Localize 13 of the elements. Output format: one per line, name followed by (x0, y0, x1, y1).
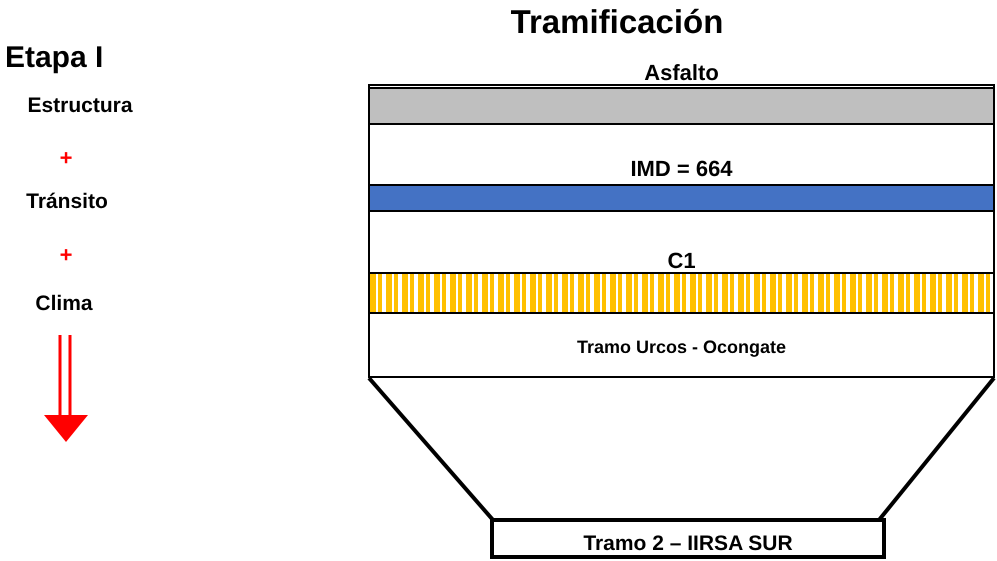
factor-label: Estructura (26, 95, 134, 116)
diagram-title: Tramificación (510, 5, 724, 38)
box-label: Tramo Urcos - Ocongate (576, 338, 788, 356)
box-label: Tramo 2 – IIRSA SUR (582, 533, 794, 554)
layer-label: Asfalto (643, 62, 720, 84)
plus-sign: + (58, 244, 74, 266)
factor-label: Tránsito (25, 191, 109, 212)
factor-label: Clima (34, 293, 94, 314)
route-box (490, 518, 886, 559)
stage-heading: Etapa I (5, 43, 104, 73)
layer-label: IMD = 664 (629, 158, 734, 180)
layer-label: C1 (666, 250, 697, 272)
plus-sign: + (58, 147, 74, 169)
